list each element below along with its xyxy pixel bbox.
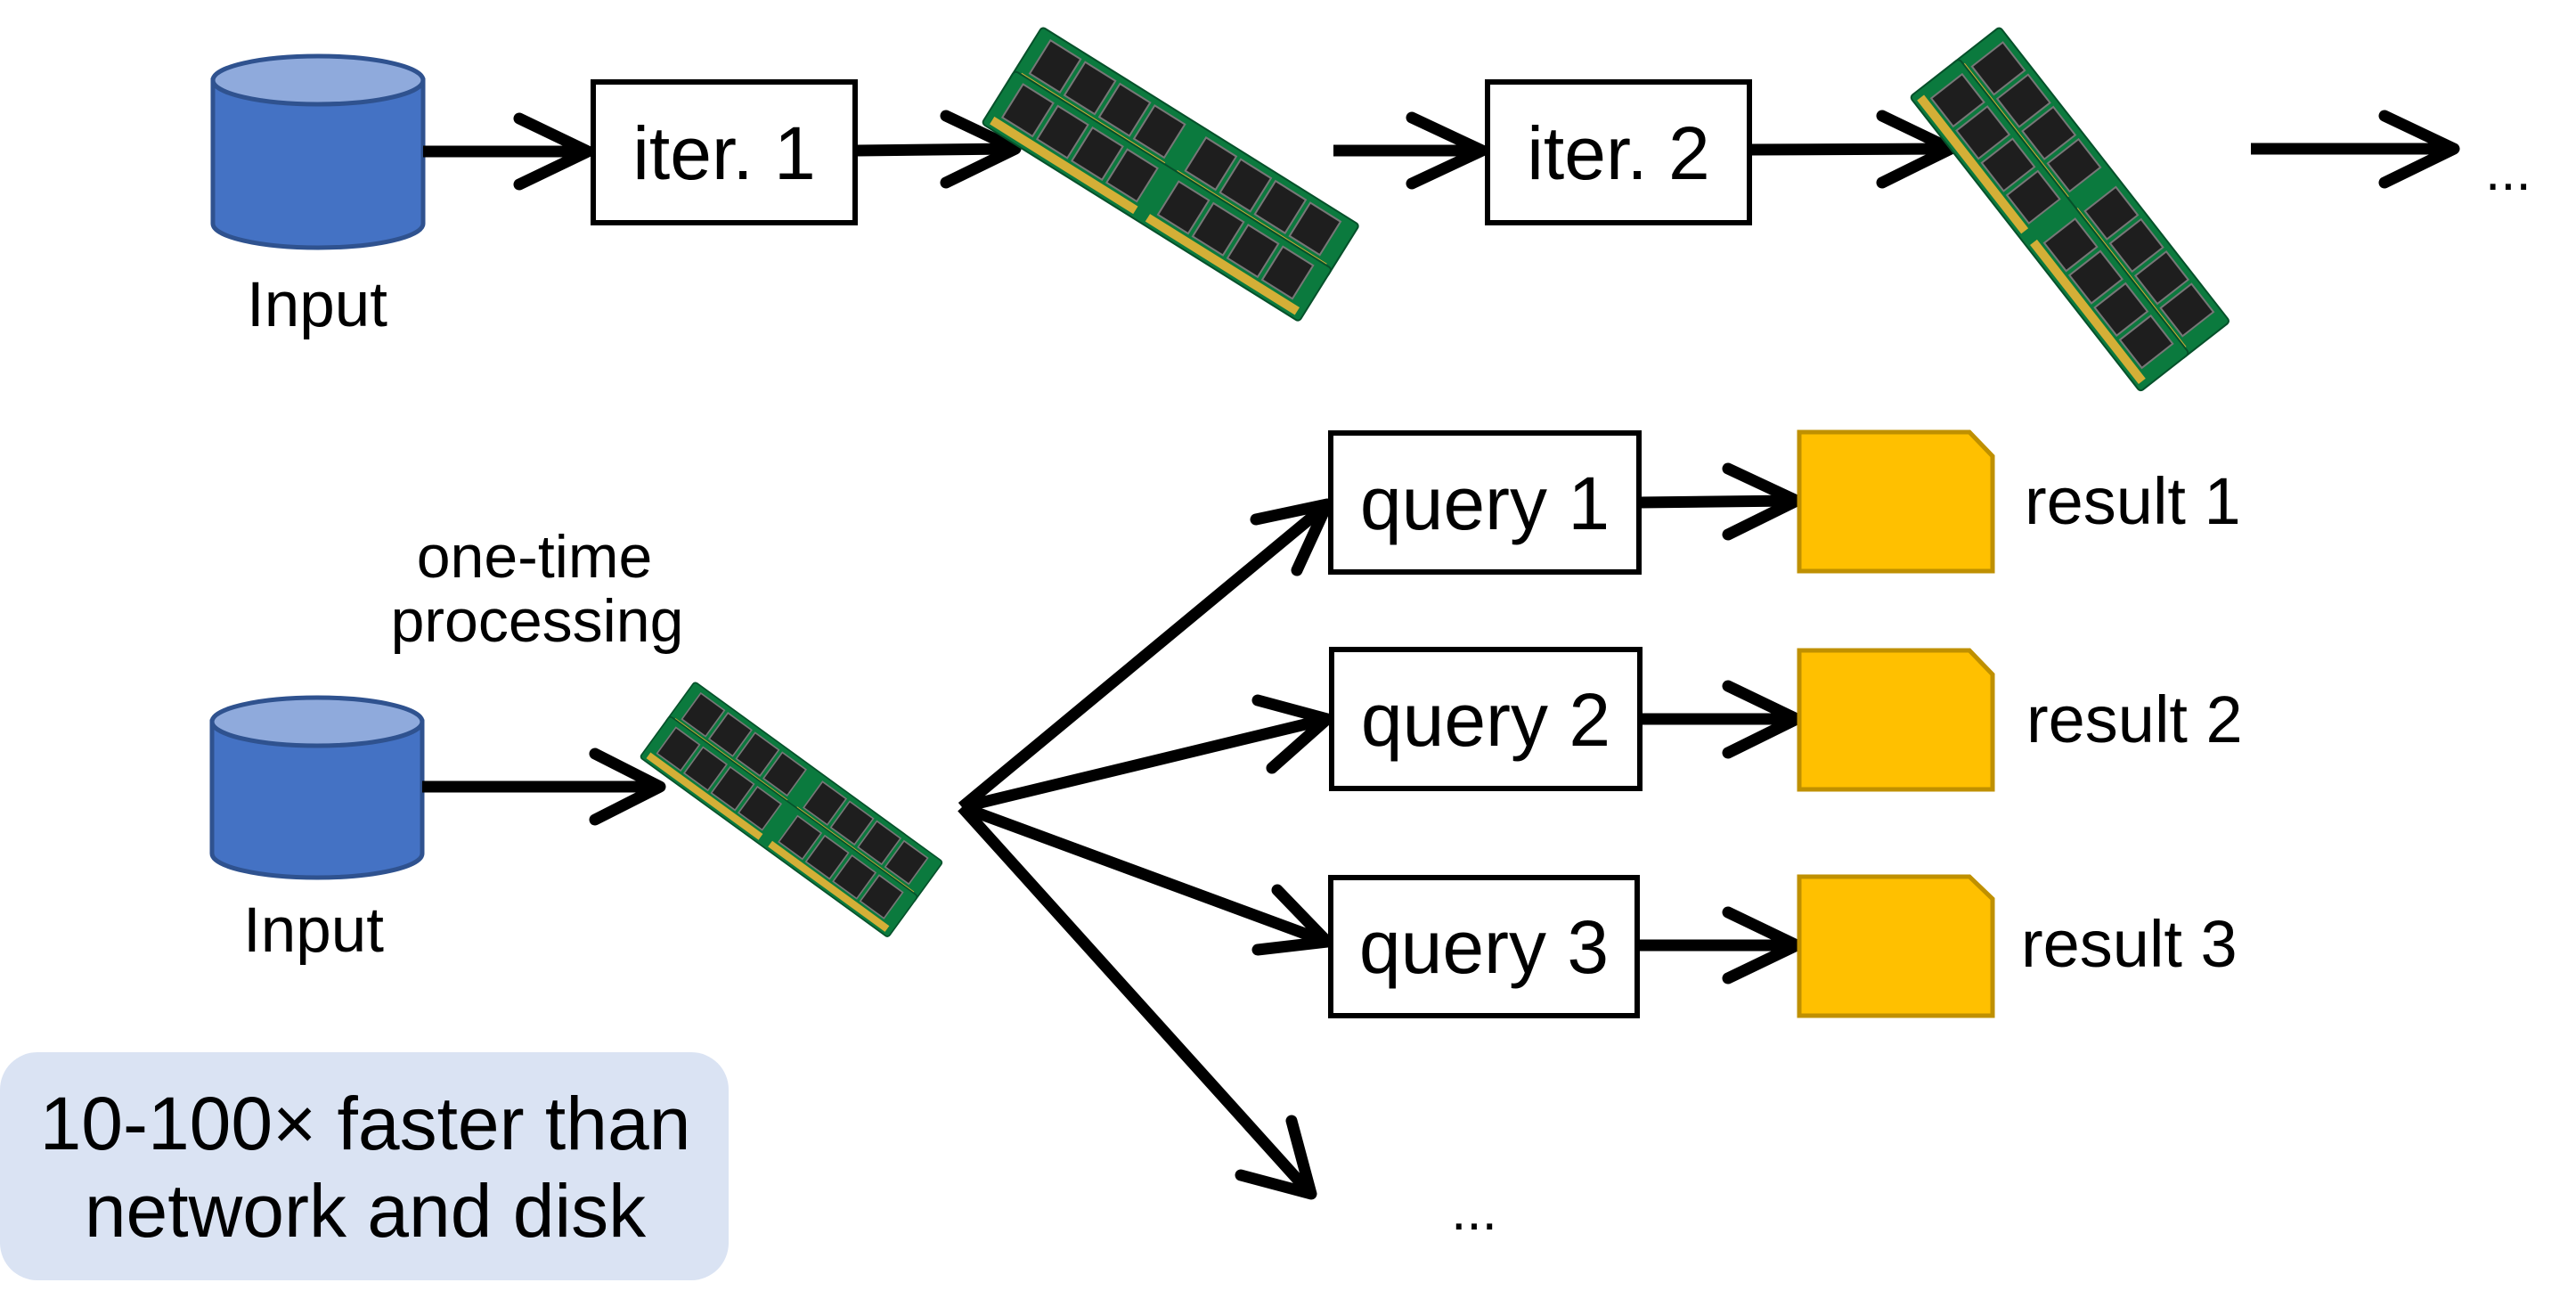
query-1-box: query 1 bbox=[1328, 430, 1642, 575]
query-3-box: query 3 bbox=[1328, 875, 1640, 1018]
fanout-arrows bbox=[958, 498, 1333, 1200]
memory-icon bbox=[640, 682, 942, 937]
iter-1-label: iter. 1 bbox=[632, 111, 815, 195]
result-document-icon bbox=[1797, 874, 1995, 1018]
result-2-label: result 2 bbox=[2026, 682, 2243, 756]
callout-line-1: 10-100× faster than bbox=[40, 1082, 691, 1165]
bottom-input-label: Input bbox=[243, 895, 384, 966]
arrow-iter2-to-memory bbox=[1749, 110, 1957, 189]
bottom-input-database: Input bbox=[209, 695, 425, 966]
iter-2-label: iter. 2 bbox=[1527, 111, 1709, 195]
one-time-processing-label-line2: processing bbox=[391, 587, 684, 655]
iter-1-box: iter. 1 bbox=[591, 79, 858, 225]
arrow-memory-to-iter2 bbox=[1333, 111, 1488, 190]
database-icon bbox=[209, 695, 425, 880]
database-icon bbox=[210, 53, 426, 250]
arrow-iter1-to-memory bbox=[856, 110, 1022, 189]
arrow-memory-to-query-3 bbox=[959, 801, 1333, 956]
callout-line-2: network and disk bbox=[85, 1169, 647, 1253]
result-1: result 1 bbox=[1797, 429, 2241, 574]
top-input-database: Input bbox=[210, 53, 426, 340]
memory-icon bbox=[982, 27, 1359, 322]
arrow-memory-to-continuation bbox=[2251, 110, 2460, 189]
arrow-query-1-to-result-1 bbox=[1638, 462, 1803, 541]
query-2-box: query 2 bbox=[1329, 647, 1643, 791]
result-document-icon bbox=[1797, 429, 1995, 574]
query-3-label: query 3 bbox=[1359, 905, 1609, 989]
result-2: result 2 bbox=[1797, 648, 2243, 792]
arrow-memory-to-more-queries bbox=[958, 803, 1317, 1200]
query-1-label: query 1 bbox=[1360, 462, 1610, 545]
bottom-continuation-ellipsis: ... bbox=[1451, 1181, 1497, 1242]
query-2-label: query 2 bbox=[1361, 678, 1610, 762]
iter-2-box: iter. 2 bbox=[1485, 79, 1752, 225]
arrow-input-to-memory bbox=[422, 748, 666, 826]
result-3: result 3 bbox=[1797, 874, 2238, 1018]
arrow-memory-to-query-1 bbox=[958, 498, 1333, 813]
arrow-memory-to-query-2 bbox=[960, 694, 1333, 813]
memory-icon bbox=[1910, 27, 2230, 392]
one-time-processing-label-line1: one-time bbox=[417, 523, 653, 591]
result-document-icon bbox=[1797, 648, 1995, 792]
speed-callout: 10-100× faster than network and disk bbox=[0, 1052, 729, 1280]
arrow-query-3-to-result-3 bbox=[1637, 906, 1803, 984]
arrow-input-to-iter1 bbox=[423, 112, 594, 191]
result-3-label: result 3 bbox=[2021, 907, 2238, 981]
top-input-label: Input bbox=[247, 270, 387, 340]
top-continuation-ellipsis: ... bbox=[2485, 141, 2531, 202]
arrow-query-2-to-result-2 bbox=[1642, 680, 1803, 759]
result-1-label: result 1 bbox=[2025, 464, 2241, 538]
